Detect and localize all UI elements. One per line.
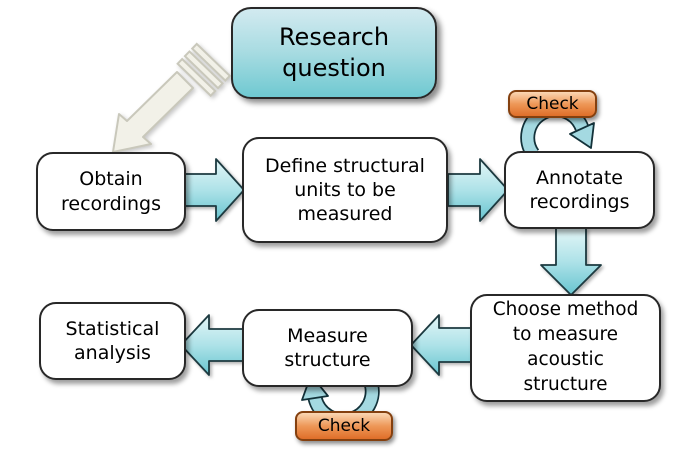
- node-define-structural-units: Define structural units to be measured: [242, 137, 448, 243]
- check-badge-bottom: Check: [295, 411, 393, 441]
- arrow-tail-stripe: [176, 57, 217, 98]
- measure-to-statistical-arrow-icon: [180, 314, 245, 376]
- node-annotate-recordings: Annotate recordings: [504, 151, 655, 229]
- choose-to-measure-arrow-icon: [410, 314, 473, 376]
- obtain-to-define-arrow-icon: [179, 158, 245, 222]
- check-badge-top: Check: [508, 90, 597, 118]
- research-to-obtain-arrow-icon: [112, 42, 232, 153]
- node-research-question: Research question: [231, 7, 437, 99]
- arrow-tail-stripe: [190, 42, 232, 82]
- define-to-annotate-arrow-icon: [447, 158, 509, 222]
- start-arrow-body: [112, 71, 194, 153]
- node-obtain-recordings: Obtain recordings: [36, 152, 186, 231]
- node-measure-structure: Measure structure: [242, 309, 413, 387]
- annotate-to-choose-arrow-icon: [540, 227, 602, 296]
- node-choose-method: Choose method to measure acoustic struct…: [470, 294, 661, 402]
- arrow-tail-stripe: [183, 50, 224, 90]
- node-statistical-analysis: Statistical analysis: [39, 302, 186, 380]
